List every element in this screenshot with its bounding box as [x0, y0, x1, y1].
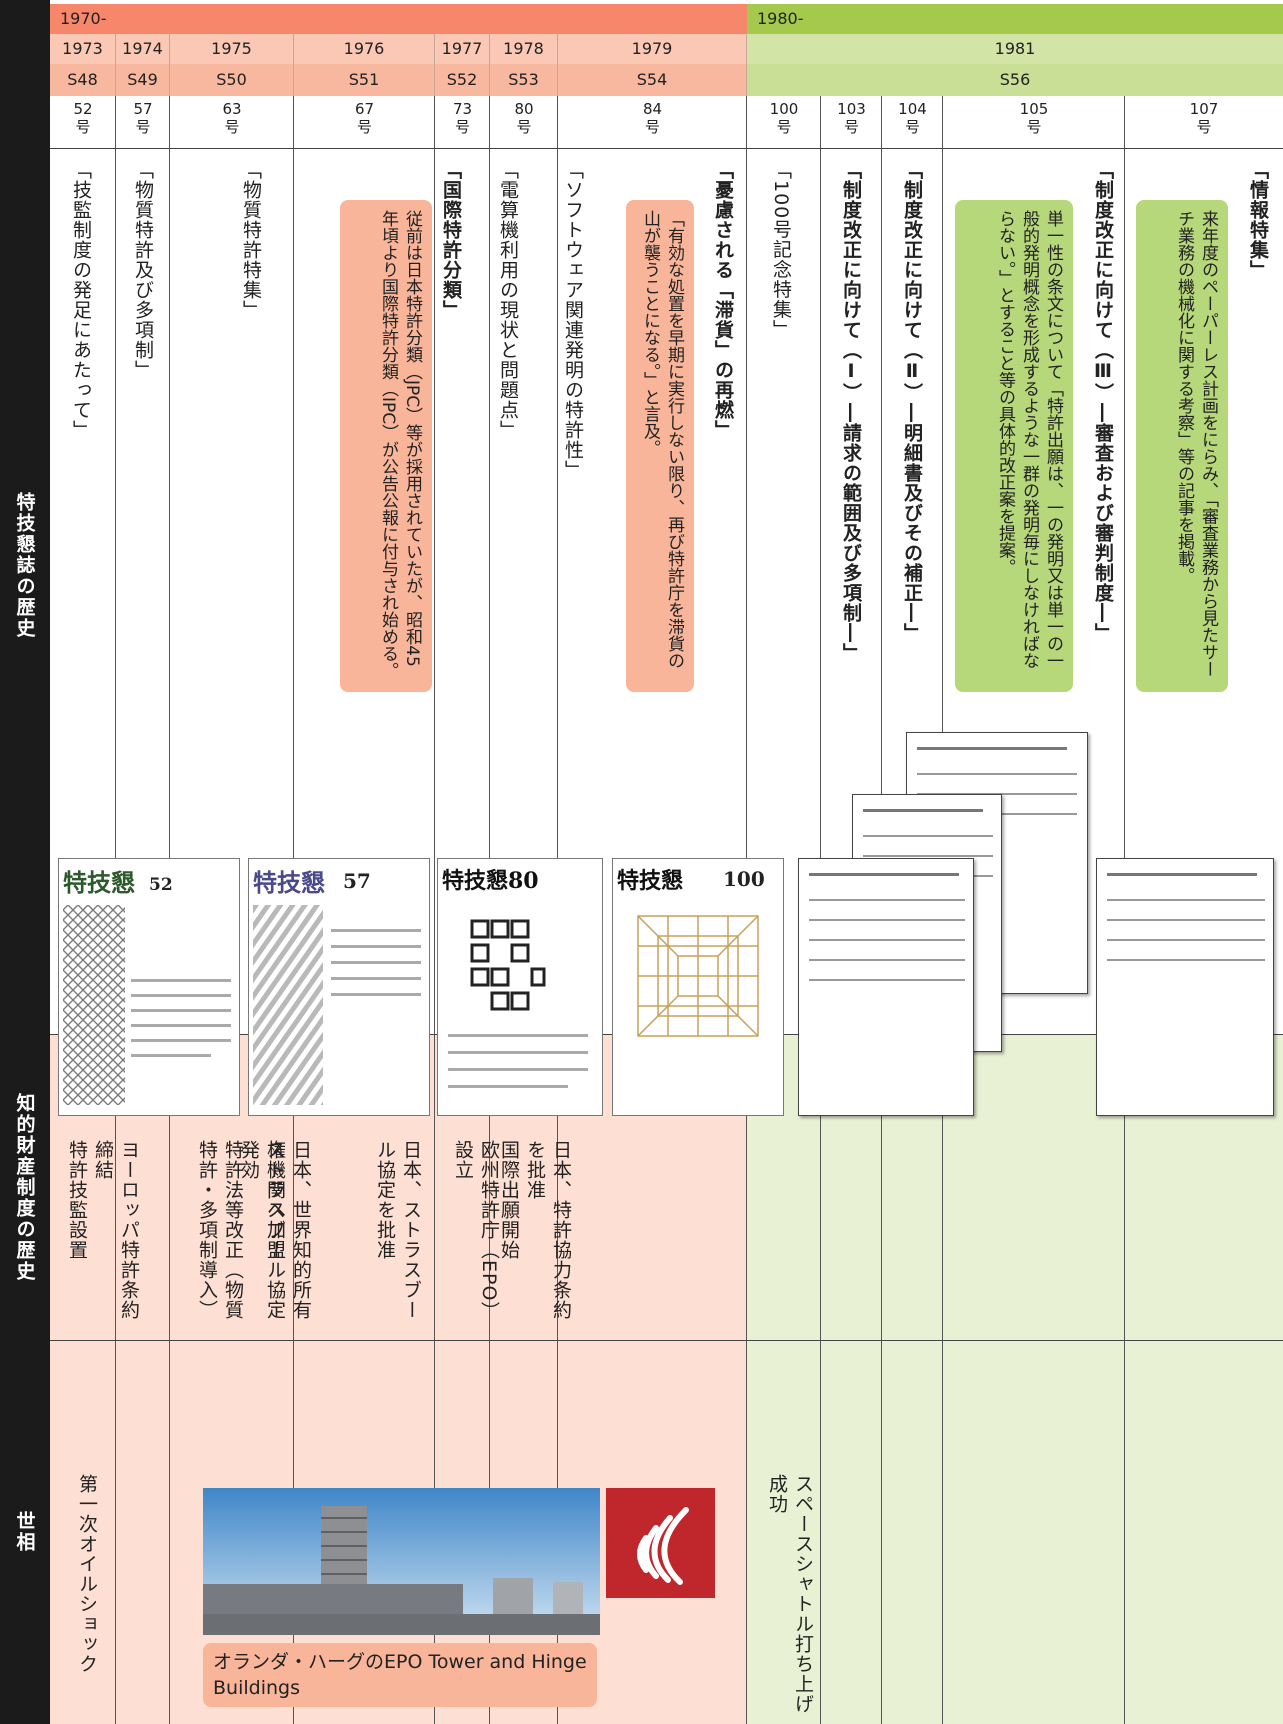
article-52: 「技監制度の発足にあたって」 [70, 160, 92, 440]
epo-logo [606, 1488, 715, 1598]
world-event-oil-shock: 第一次オイルショック [76, 1474, 98, 1674]
note-107: 来年度のペーパーレス計画をにらみ、「審査業務から見たサーチ業務の機械化に関する考… [1136, 200, 1228, 692]
ip-event-epo: 欧州特許庁（EPO）設立 [452, 1140, 500, 1322]
building-image-icon [203, 1488, 600, 1635]
ip-event-wipo: 日本、世界知的所有権機関へ加盟 [264, 1140, 312, 1320]
article-73: 「電算機利用の現状と問題点」 [497, 160, 519, 440]
year-1976: 1976 [294, 34, 435, 64]
showa-s54: S54 [558, 64, 747, 96]
note-84: 「有効な処置を早期に実行しない限り、再び特許庁を滞貨の山が襲うことになる。」と言… [626, 200, 694, 692]
ip-event-patent-director: 特許技監設置 [66, 1140, 88, 1260]
ip-band-1980s [747, 1034, 1283, 1724]
ip-event-epc: ヨーロッパ特許条約締結 [92, 1140, 140, 1320]
year-1977: 1977 [435, 34, 490, 64]
year-1978: 1978 [490, 34, 558, 64]
year-1975: 1975 [170, 34, 294, 64]
sidebar: 特技懇誌の歴史 知的財産制度の歴史 世相 [0, 0, 50, 1724]
section-label-journal: 特技懇誌の歴史 [13, 491, 36, 639]
cube-grid-icon [637, 915, 759, 1037]
article-107: 「情報特集」 [1247, 160, 1269, 280]
year-1979: 1979 [558, 34, 747, 64]
note-105: 単一性の条文について「特許出願は、一の発明又は単一の一般的発明概念を形成するよう… [955, 200, 1073, 692]
epo-logo-icon [637, 1507, 689, 1585]
showa-s52: S52 [435, 64, 490, 96]
article-80: 「ソフトウェア関連発明の特許性」 [562, 160, 584, 480]
epo-caption: オランダ・ハーグのEPO Tower and Hinge Buildings [203, 1643, 597, 1707]
article-67: 「国際特許分類」 [440, 160, 462, 320]
year-1974: 1974 [116, 34, 170, 64]
article-57: 「物質特許及び多項制」 [132, 160, 154, 380]
article-100: 「100号記念特集」 [770, 160, 792, 340]
ip-event-strasbourg-ratify: 日本、ストラスブール協定を批准 [374, 1140, 422, 1320]
showa-s50: S50 [170, 64, 294, 96]
grid-blocks-icon [470, 919, 546, 1011]
note-67: 従前は日本特許分類（JPC）等が採用されていたが、昭和45年頃より国際特許分類（… [340, 200, 432, 692]
ip-event-intl-application: 国際出願開始 [498, 1140, 520, 1260]
showa-s56: S56 [747, 64, 1283, 96]
ip-event-pct: 日本、特許協力条約を批准 [524, 1140, 572, 1320]
document-page-103 [798, 858, 974, 1116]
lattice-pattern-icon [63, 905, 125, 1105]
era-1980s: 1980- [747, 4, 1283, 34]
showa-s51: S51 [294, 64, 435, 96]
year-1981: 1981 [747, 34, 1283, 64]
article-105: 「制度改正に向けて（Ⅲ）―審査および審判制度―」 [1092, 160, 1114, 643]
section-label-ip-system: 知的財産制度の歴史 [13, 1092, 36, 1282]
ip-event-patent-law: 特許法等改正（物質特許・多項制導入） [196, 1140, 244, 1320]
era-1970s: 1970- [50, 4, 747, 34]
article-84: 「憂慮される「滞貨」の再燃」 [712, 160, 734, 440]
showa-s53: S53 [490, 64, 558, 96]
showa-s48: S48 [50, 64, 116, 96]
cover-80: 特技懇80 [437, 858, 603, 1116]
document-page-107 [1096, 858, 1274, 1116]
stripe-pattern-icon [253, 905, 323, 1105]
article-104: 「制度改正に向けて（Ⅱ）―明細書及びその補正―」 [901, 160, 923, 643]
ip-event-strasbourg-effect: ストラスブール協定発効 [238, 1140, 286, 1320]
section-label-world: 世相 [13, 1511, 36, 1553]
year-1973: 1973 [50, 34, 116, 64]
world-event-space-shuttle: スペースシャトル打ち上げ成功 [766, 1474, 814, 1714]
epo-building-photo [203, 1488, 600, 1635]
article-63: 「物質特許特集」 [240, 160, 262, 320]
article-103: 「制度改正に向けて（Ⅰ）―請求の範囲及び多項制―」 [840, 160, 862, 663]
showa-s49: S49 [116, 64, 170, 96]
